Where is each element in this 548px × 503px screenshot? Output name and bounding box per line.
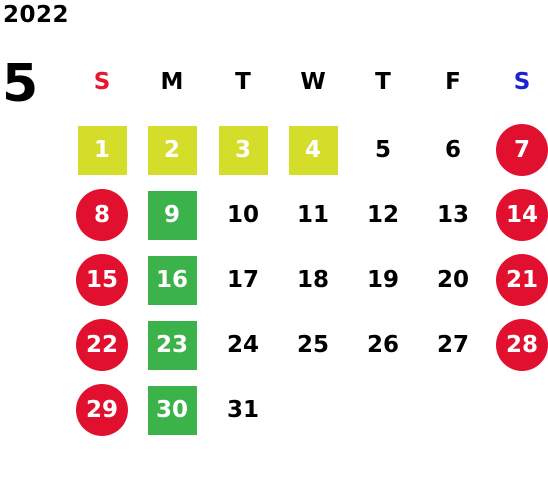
day-cell-25[interactable]: 25 <box>296 332 329 358</box>
day-cell-15[interactable]: 15 <box>76 254 128 306</box>
day-cell-26[interactable]: 26 <box>366 332 399 358</box>
day-cell-7[interactable]: 7 <box>496 124 548 176</box>
day-cell-17[interactable]: 17 <box>226 267 259 293</box>
day-cell-30[interactable]: 30 <box>147 385 197 435</box>
day-cell-5[interactable]: 5 <box>374 137 391 163</box>
day-cell-24[interactable]: 24 <box>226 332 259 358</box>
weekday-header-wed: W <box>300 69 326 95</box>
day-cell-31[interactable]: 31 <box>226 397 259 423</box>
day-cell-21[interactable]: 21 <box>496 254 548 306</box>
day-cell-14[interactable]: 14 <box>496 189 548 241</box>
day-cell-29[interactable]: 29 <box>76 384 128 436</box>
day-cell-10[interactable]: 10 <box>226 202 259 228</box>
weekday-header-sun: S <box>93 69 111 95</box>
year-label: 2022 <box>3 2 70 28</box>
day-cell-19[interactable]: 19 <box>366 267 399 293</box>
day-cell-27[interactable]: 27 <box>436 332 469 358</box>
day-cell-6[interactable]: 6 <box>444 137 461 163</box>
weekday-header-fri: F <box>445 69 461 95</box>
weekday-header-tue: T <box>235 69 251 95</box>
day-cell-3[interactable]: 3 <box>218 125 268 175</box>
day-cell-16[interactable]: 16 <box>147 255 197 305</box>
day-cell-20[interactable]: 20 <box>436 267 469 293</box>
day-cell-1[interactable]: 1 <box>77 125 127 175</box>
day-cell-8[interactable]: 8 <box>76 189 128 241</box>
day-cell-9[interactable]: 9 <box>147 190 197 240</box>
day-cell-13[interactable]: 13 <box>436 202 469 228</box>
day-cell-18[interactable]: 18 <box>296 267 329 293</box>
weekday-header-mon: M <box>160 69 184 95</box>
day-cell-23[interactable]: 23 <box>147 320 197 370</box>
day-cell-4[interactable]: 4 <box>288 125 338 175</box>
day-cell-22[interactable]: 22 <box>76 319 128 371</box>
day-cell-11[interactable]: 11 <box>296 202 329 228</box>
day-cell-12[interactable]: 12 <box>366 202 399 228</box>
day-cell-2[interactable]: 2 <box>147 125 197 175</box>
day-cell-28[interactable]: 28 <box>496 319 548 371</box>
weekday-header-thu: T <box>375 69 391 95</box>
month-number: 5 <box>2 54 39 114</box>
weekday-header-sat: S <box>513 69 531 95</box>
